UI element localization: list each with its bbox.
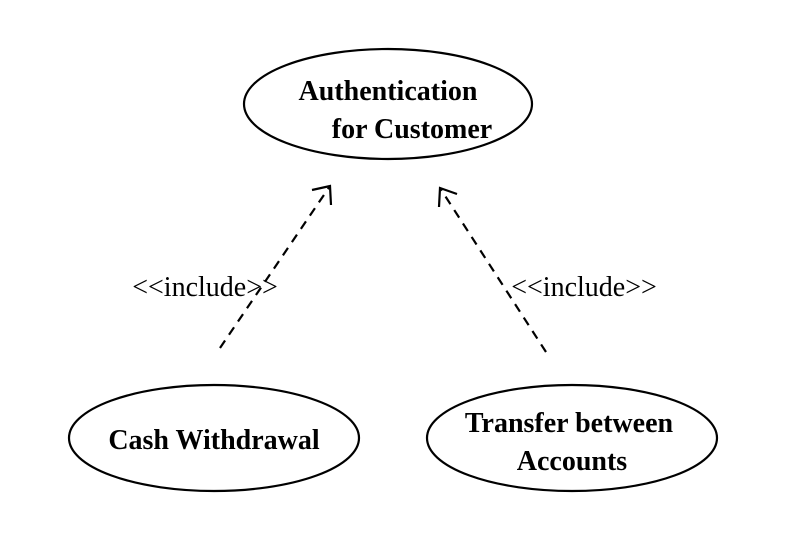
- use-case-authentication-ellipse: [242, 47, 534, 161]
- include-label-transfer: <<include>>: [511, 272, 657, 303]
- use-case-transfer-label-line2: Accounts: [517, 446, 628, 477]
- include-arrowhead-transfer: [437, 186, 458, 208]
- use-case-authentication-label-line2: for Customer: [332, 114, 492, 145]
- use-case-transfer-ellipse: [425, 383, 719, 493]
- include-relationship-cash: <<include>>: [132, 184, 333, 349]
- use-case-transfer-between-accounts: Transfer between Accounts: [425, 383, 719, 493]
- include-arrow-line-transfer: [439, 187, 547, 353]
- use-case-transfer-label-line1: Transfer between: [465, 408, 674, 439]
- use-case-authentication-label-line1: Authentication: [299, 76, 478, 107]
- use-case-authentication: Authentication for Customer: [242, 47, 534, 161]
- include-arrow-line-cash: [219, 185, 331, 349]
- use-case-cash-withdrawal-ellipse: [67, 383, 361, 493]
- include-label-cash: <<include>>: [132, 272, 278, 303]
- use-case-cash-withdrawal-label: Cash Withdrawal: [108, 425, 320, 456]
- include-arrowhead-cash: [311, 184, 333, 206]
- use-case-cash-withdrawal: Cash Withdrawal: [67, 383, 361, 493]
- include-relationship-transfer: <<include>>: [437, 186, 657, 353]
